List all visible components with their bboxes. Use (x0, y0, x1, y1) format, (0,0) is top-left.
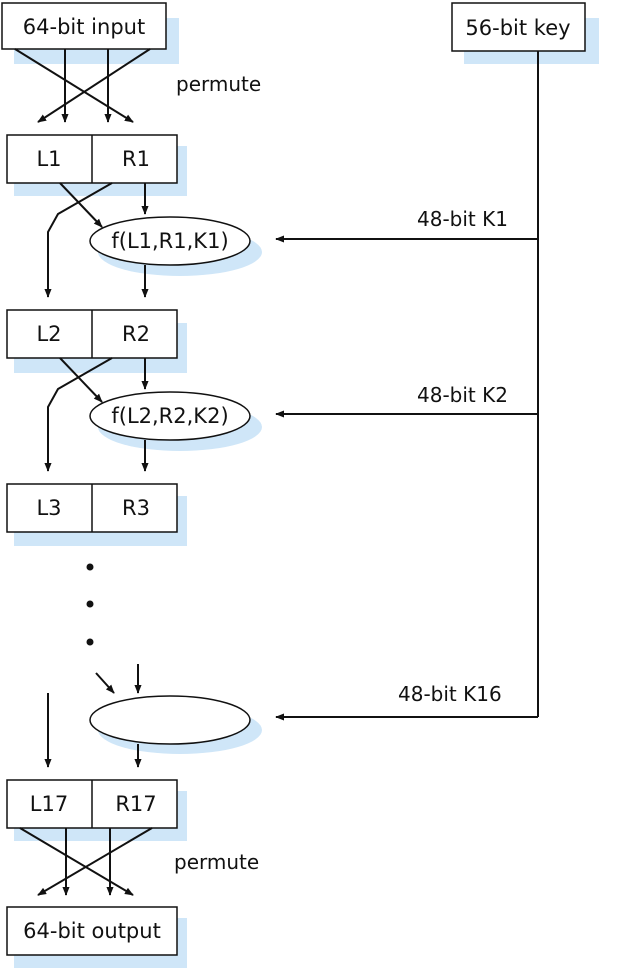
r1-label: R1 (122, 147, 150, 171)
f16-ellipse (89, 695, 251, 745)
f2-label: f(L2,R2,K2) (111, 404, 228, 428)
l16-to-f16-arrow (95, 672, 115, 694)
f2-ellipse (89, 391, 251, 441)
r3-label: R3 (122, 496, 150, 520)
l1-to-f1-arrow (59, 182, 103, 228)
f1-label: f(L1,R1,K1) (111, 229, 228, 253)
f1-ellipse (89, 216, 251, 266)
key1-label: 48-bit K1 (417, 207, 508, 231)
dot (86, 638, 94, 646)
r2-label: R2 (122, 322, 150, 346)
key2-label: 48-bit K2 (417, 383, 508, 407)
output-box (6, 906, 178, 956)
input-box-label: 64-bit input (23, 15, 145, 39)
l17-label: L17 (30, 792, 68, 816)
l2-label: L2 (36, 322, 61, 346)
l3-label: L3 (36, 496, 61, 520)
labels: 64-bit input 56-bit key permute L1 R1 f(… (23, 15, 571, 943)
key16-label: 48-bit K16 (398, 682, 502, 706)
permute-top-line-1 (14, 48, 134, 123)
l1-label: L1 (36, 147, 61, 171)
r17-label: R17 (115, 792, 156, 816)
permute-top-line-2 (37, 48, 151, 123)
input-box (1, 2, 167, 50)
dot (86, 600, 94, 608)
dot (86, 563, 94, 571)
permute-top-label: permute (176, 72, 261, 96)
permute-bottom-line-2 (37, 827, 153, 896)
output-box-label: 64-bit output (23, 919, 161, 943)
key-box-label: 56-bit key (465, 16, 570, 40)
r1-to-l2-arrow (44, 182, 113, 298)
boxes (1, 2, 586, 956)
r2-to-l3-arrow (44, 357, 113, 472)
l2-to-f2-arrow (59, 357, 103, 403)
key-box (451, 2, 586, 52)
permute-bottom-label: permute (174, 850, 259, 874)
connectors (14, 48, 539, 896)
continuation-dots (86, 563, 94, 646)
permute-bottom-line-1 (19, 827, 134, 896)
